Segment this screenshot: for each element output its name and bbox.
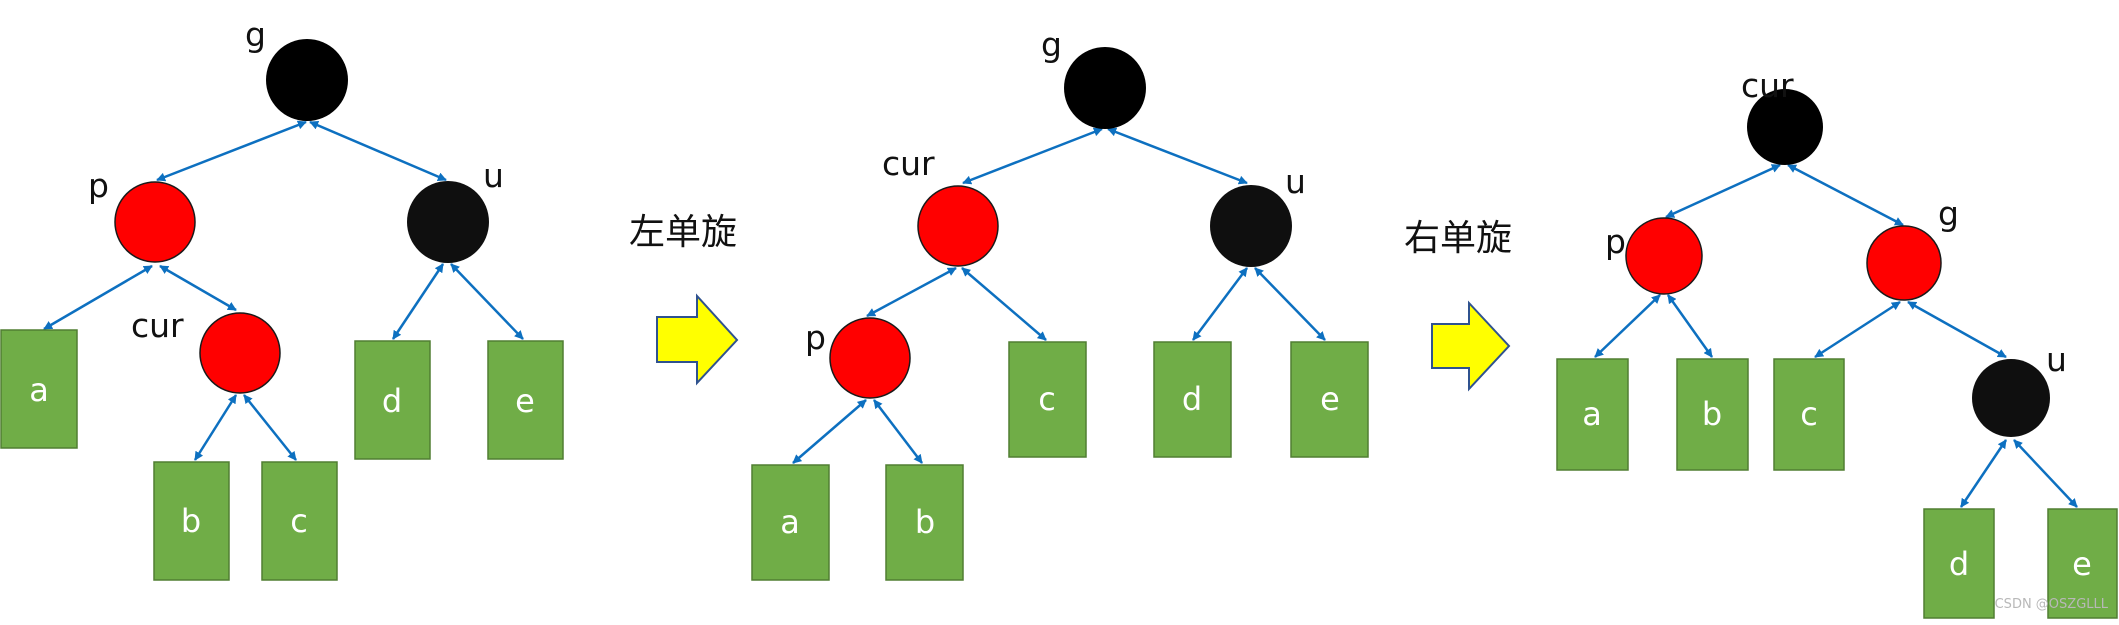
leaf-e [2047, 508, 2118, 619]
stage-3-edges [1594, 163, 2078, 508]
leaf-b [1676, 358, 1749, 471]
leaf-c [1773, 358, 1845, 471]
edge-g-cur [962, 127, 1103, 185]
edge-p-a [43, 264, 153, 331]
node-p [114, 181, 196, 263]
node-g [1064, 47, 1146, 129]
leaf-b-label: b [181, 502, 201, 540]
leaf-c-label: c [1800, 395, 1818, 433]
node-u [1972, 359, 2050, 437]
stage-2-edges [792, 127, 1326, 464]
stage-1-edges [43, 120, 524, 461]
leaf-d [354, 340, 431, 460]
edge-cur-c [243, 394, 297, 461]
edge-cur-p [866, 266, 957, 318]
node-p [829, 317, 911, 399]
leaf-e-label: e [515, 382, 535, 420]
label-u: u [1285, 162, 1306, 201]
watermark: CSDN @OSZGLLL [1995, 597, 2109, 612]
leaf-c-label: c [1038, 380, 1056, 418]
label-g: g [1041, 25, 1062, 64]
leaf-c-label: c [290, 502, 308, 540]
label-cur: cur [131, 306, 184, 345]
node-g [266, 39, 348, 121]
leaf-b [153, 461, 230, 581]
label-u: u [2046, 340, 2067, 379]
leaf-e-label: e [1320, 380, 1340, 418]
leaf-a-label: a [1582, 395, 1602, 433]
edge-g-u [309, 120, 447, 182]
leaf-c [1008, 341, 1087, 458]
right-arrow-icon [656, 293, 739, 386]
node-cur [917, 185, 999, 267]
leaf-b [885, 464, 964, 581]
leaf-a [0, 329, 78, 449]
edge-u-d [391, 263, 445, 340]
edge-g-c [1814, 300, 1901, 359]
leaf-e [487, 340, 564, 460]
leaf-d [1923, 508, 1995, 619]
edge-cur-b [193, 394, 238, 461]
edge-p-cur [159, 264, 237, 312]
leaf-a-label: a [29, 371, 49, 409]
edge-u-d [1959, 439, 2008, 508]
edge-u-e [450, 263, 524, 340]
edge-cur-g [1787, 163, 1904, 227]
edge-cur-p [1665, 163, 1781, 219]
stage-1-tree: g p u cur a b c d e [0, 15, 564, 581]
stage-3-tree: cur p g u a b c d e [1556, 66, 2118, 619]
edge-g-p [156, 120, 307, 182]
label-g: g [1938, 194, 1959, 233]
leaf-d-label: d [1182, 380, 1202, 418]
op1-label: 左单旋 [629, 212, 737, 253]
edge-cur-c [961, 267, 1047, 341]
operation-1: 左单旋 [629, 212, 739, 386]
leaf-a [751, 464, 830, 581]
leaf-c [261, 461, 338, 581]
leaf-a-label: a [780, 503, 800, 541]
edge-p-b [873, 399, 923, 464]
node-u [407, 181, 489, 263]
edge-p-a [1594, 294, 1661, 358]
edge-u-d [1192, 267, 1248, 341]
node-g [1866, 225, 1942, 301]
label-cur: cur [882, 144, 935, 183]
leaf-b-label: b [915, 503, 935, 541]
label-u: u [483, 156, 504, 195]
leaf-e-label: e [2072, 545, 2092, 583]
node-u [1210, 185, 1292, 267]
label-p: p [88, 166, 109, 205]
label-g: g [245, 15, 266, 54]
op2-label: 右单旋 [1404, 218, 1512, 259]
operation-2: 右单旋 [1404, 218, 1512, 392]
label-p: p [805, 318, 826, 357]
node-cur [199, 312, 281, 394]
stage-2-tree: g cur u p c d e a b [751, 25, 1369, 581]
label-cur: cur [1741, 66, 1794, 105]
leaf-a [1556, 358, 1629, 471]
edge-g-u [1907, 300, 2007, 359]
label-p: p [1605, 222, 1626, 261]
node-cur [1747, 89, 1823, 165]
node-p [1625, 217, 1703, 295]
edge-u-e [1254, 267, 1326, 341]
leaf-d-label: d [1949, 545, 1969, 583]
leaf-d-label: d [382, 382, 402, 420]
edge-g-u [1107, 127, 1248, 185]
right-arrow-icon [1431, 300, 1511, 392]
leaf-d [1153, 341, 1232, 458]
leaf-b-label: b [1702, 395, 1722, 433]
edge-p-b [1666, 294, 1714, 358]
leaf-e [1290, 341, 1369, 458]
edge-p-a [792, 399, 867, 464]
edge-u-e [2013, 439, 2078, 508]
